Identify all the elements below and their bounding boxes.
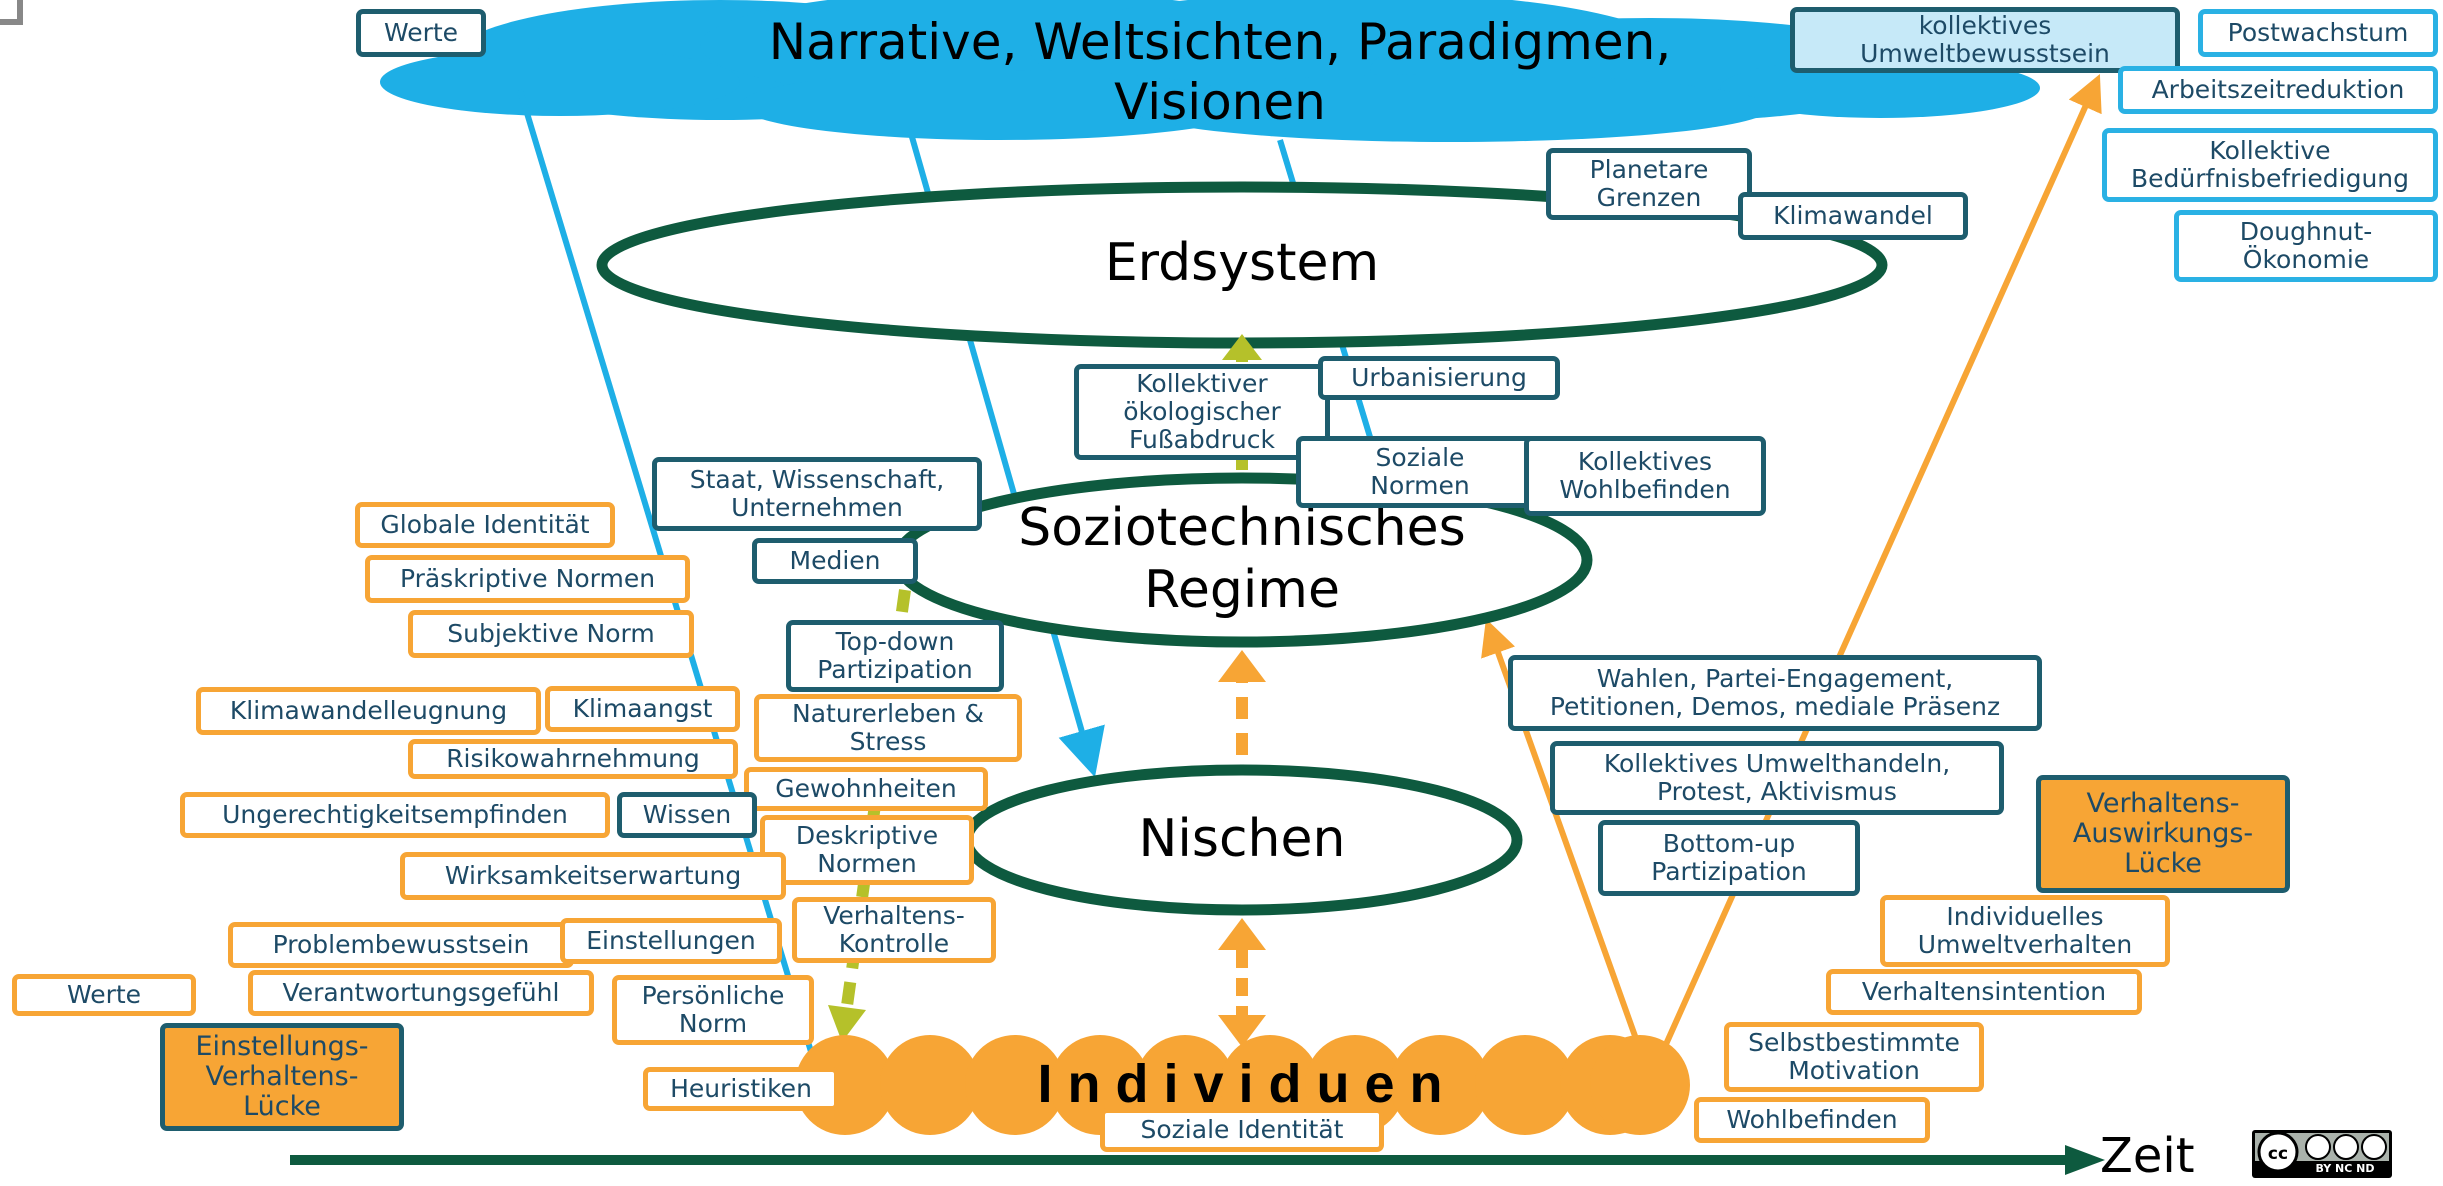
label-einstellungs-verhaltens-luecke: Einstellungs- Verhaltens- Lücke — [160, 1023, 404, 1131]
landscape-title: Narrative, Weltsichten, Paradigmen, Visi… — [650, 12, 1790, 132]
label-soziale-normen: Soziale Normen — [1296, 436, 1544, 508]
niches-title: Nischen — [1138, 809, 1346, 869]
label-individuelles-umweltverhalten: Individuelles Umweltverhalten — [1880, 895, 2170, 967]
label-staat-wissenschaft: Staat, Wissenschaft, Unternehmen — [652, 457, 982, 531]
label-werte-top: Werte — [356, 9, 486, 57]
label-subjektive-norm: Subjektive Norm — [408, 610, 694, 658]
license-text: BY NC ND — [2315, 1162, 2375, 1175]
label-problembewusstsein: Problembewusstsein — [228, 922, 574, 968]
label-top-down: Top-down Partizipation — [786, 620, 1004, 692]
label-urbanisierung: Urbanisierung — [1318, 356, 1560, 400]
label-selbstbestimmte-motivation: Selbstbestimmte Motivation — [1724, 1022, 1984, 1092]
label-kollektives-umweltbewusstsein: kollektives Umweltbewusstsein — [1790, 7, 2180, 73]
label-doughnut-oekonomie: Doughnut- Ökonomie — [2174, 210, 2438, 282]
time-axis-label: Zeit — [2100, 1128, 2195, 1184]
label-verantwortungsgefuehl: Verantwortungsgefühl — [248, 970, 594, 1016]
label-arbeitszeitreduktion: Arbeitszeitreduktion — [2118, 66, 2438, 114]
label-wirksamkeitserwartung: Wirksamkeitserwartung — [400, 852, 786, 900]
label-verhaltenskontrolle: Verhaltens- Kontrolle — [792, 897, 996, 963]
label-kollektives-umwelthandeln: Kollektives Umwelthandeln, Protest, Akti… — [1550, 741, 2004, 815]
label-werte-left: Werte — [12, 974, 196, 1016]
label-klimawandelleugnung: Klimawandelleugnung — [196, 687, 541, 735]
landscape-title-line1: Narrative, Weltsichten, Paradigmen, — [768, 13, 1672, 71]
label-persoenliche-norm: Persönliche Norm — [612, 975, 814, 1045]
label-wissen: Wissen — [617, 792, 757, 838]
label-deskriptive-normen: Deskriptive Normen — [760, 815, 974, 885]
earth-title: Erdsystem — [1104, 233, 1380, 293]
label-kollektives-wohlbefinden: Kollektives Wohlbefinden — [1524, 436, 1766, 516]
label-risikowahrnehmung: Risikowahrnehmung — [408, 739, 738, 779]
label-klimaangst: Klimaangst — [545, 686, 740, 732]
label-wahlen: Wahlen, Partei-Engagement, Petitionen, D… — [1508, 655, 2042, 731]
label-planetare-grenzen: Planetare Grenzen — [1546, 148, 1752, 220]
svg-text:cc: cc — [2268, 1144, 2288, 1164]
regime-title: Soziotechnisches Regime — [992, 497, 1492, 622]
label-gewohnheiten: Gewohnheiten — [744, 767, 988, 811]
label-naturerleben: Naturerleben & Stress — [754, 694, 1022, 762]
label-bottom-up: Bottom-up Partizipation — [1598, 820, 1860, 896]
individuals-title: I n d i v i d u e n — [1037, 1054, 1443, 1114]
label-verhaltensintention: Verhaltensintention — [1826, 969, 2142, 1015]
label-verhaltens-auswirkungs-luecke: Verhaltens- Auswirkungs- Lücke — [2036, 775, 2290, 893]
label-soziale-identitaet: Soziale Identität — [1100, 1108, 1384, 1152]
label-kollektive-beduerfnisbefriedigung: Kollektive Bedürfnisbefriedigung — [2102, 128, 2438, 202]
label-klimawandel: Klimawandel — [1738, 192, 1968, 240]
cc-license-badge: cc — [2252, 1130, 2392, 1178]
label-globale-identitaet: Globale Identität — [355, 502, 615, 548]
corner-fragment-icon — [0, 0, 23, 25]
label-medien: Medien — [752, 538, 918, 584]
label-kollektiver-fussabdruck: Kollektiver ökologischer Fußabdruck — [1074, 364, 1330, 460]
label-einstellungen: Einstellungen — [560, 918, 782, 964]
regime-title-line1: Soziotechnisches — [1018, 498, 1466, 558]
orange-line-right-long — [1647, 74, 2102, 1082]
label-postwachstum: Postwachstum — [2198, 9, 2438, 57]
landscape-title-line2: Visionen — [1114, 73, 1326, 131]
label-ungerechtigkeitsempfinden: Ungerechtigkeitsempfinden — [180, 792, 610, 838]
regime-title-line2: Regime — [1144, 560, 1340, 621]
time-axis-arrowhead — [2065, 1145, 2105, 1175]
landscape-cloud — [380, 0, 2040, 142]
label-wohlbefinden: Wohlbefinden — [1694, 1097, 1930, 1143]
label-heuristiken: Heuristiken — [643, 1067, 839, 1111]
label-praeskriptive-normen: Präskriptive Normen — [365, 555, 690, 603]
